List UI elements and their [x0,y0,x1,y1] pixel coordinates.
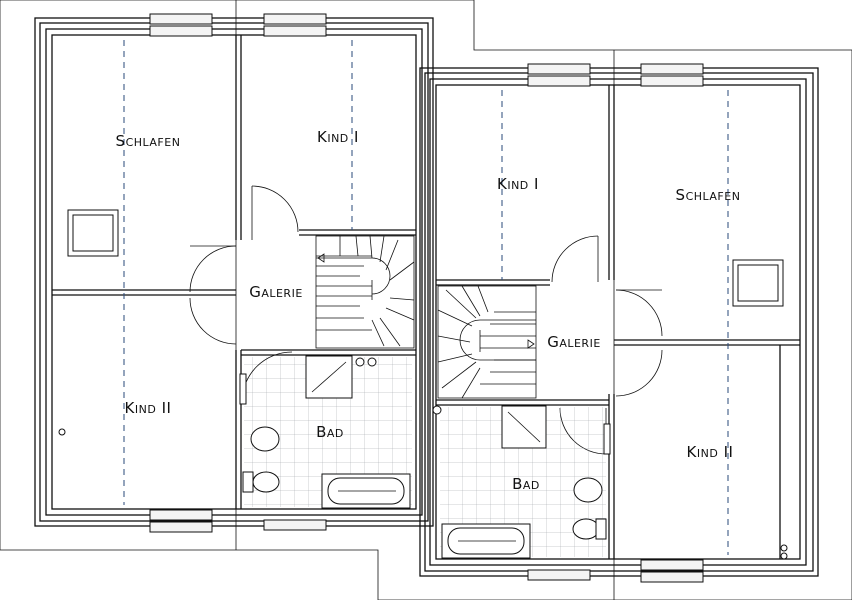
left-bathroom [239,351,412,509]
left-window-bottom-1 [149,509,213,533]
right-door-schlafen [615,289,663,337]
left-toilet [252,471,280,493]
right-room-galerie-label: Galerie [547,333,601,351]
right-house-walls [419,67,819,577]
right-room-schlafen-label: Schlafen [676,186,741,204]
left-washbasin [250,426,280,452]
left-door-kind1 [251,185,299,240]
right-outlet-1 [780,544,788,552]
right-bathroom [432,405,611,559]
left-drain-1 [355,357,365,367]
left-room-kind1-label: Kind I [317,128,359,146]
left-room-kind2-label: Kind II [125,399,172,417]
left-skylight [67,209,119,257]
left-door-schlafen [189,245,237,293]
right-door-kind2 [615,349,663,397]
right-room-kind2-label: Kind II [687,443,734,461]
left-staircase [315,235,415,349]
left-window-bottom-2 [263,519,327,531]
left-house-walls [34,17,434,527]
left-drain-2 [367,357,377,367]
right-window-top-1 [527,63,591,87]
left-room-schlafen-label: Schlafen [116,132,181,150]
right-toilet [572,518,600,540]
left-room-bad-label: Bad [316,423,344,441]
right-window-top-2 [640,63,704,87]
left-door-kind2 [189,297,237,345]
right-drain [432,405,442,415]
right-window-bottom-1 [527,569,591,581]
right-window-bottom-2 [640,559,704,583]
right-room-bad-label: Bad [512,475,540,493]
left-window-top-2 [263,13,327,37]
right-staircase [437,285,537,399]
left-window-top-1 [149,13,213,37]
right-door-kind1 [551,235,599,283]
right-washbasin [573,477,603,503]
left-room-galerie-label: Galerie [249,283,303,301]
left-outlet [58,428,66,436]
right-skylight [732,259,784,307]
right-room-kind1-label: Kind I [497,175,539,193]
right-outlet-2 [780,552,788,560]
